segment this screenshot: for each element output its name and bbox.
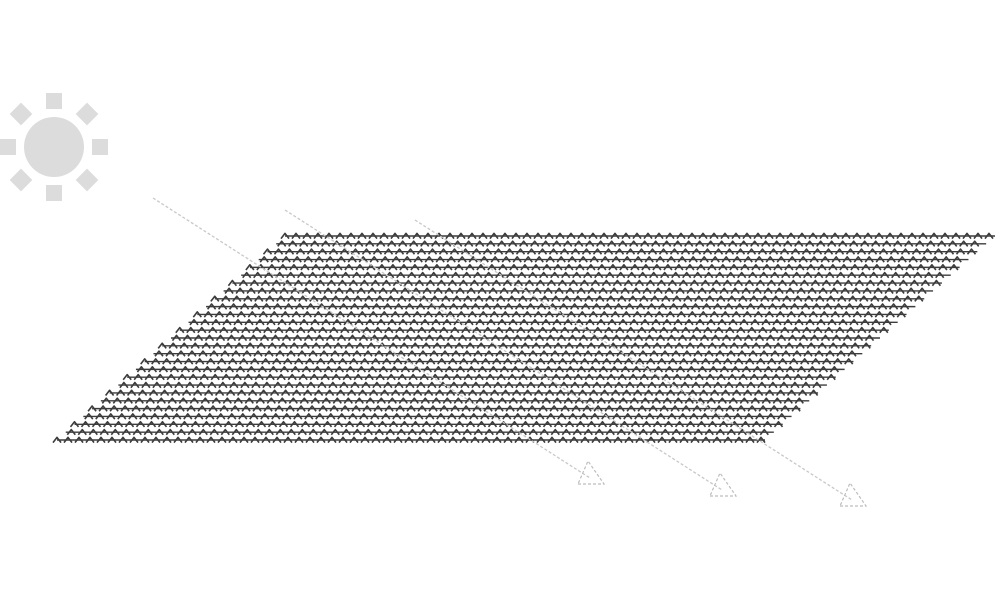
- light-ray-line: [414, 219, 853, 501]
- mesh-cell-row: [119, 381, 822, 389]
- mesh-cell-row: [277, 240, 980, 247]
- sun-disc: [24, 117, 84, 177]
- mesh-cell-row: [154, 350, 857, 357]
- mesh-cell-row: [280, 232, 994, 240]
- arrowhead: [577, 459, 606, 485]
- mesh-cell-row: [262, 248, 977, 255]
- sun-ray-bottom-left: [9, 168, 33, 192]
- light-ray-arrow: [152, 197, 606, 485]
- mesh-cell-row: [189, 318, 892, 326]
- mesh-cell-row: [84, 413, 787, 420]
- mesh-cell-row: [259, 256, 962, 263]
- sun-ray-bottom-right: [75, 168, 99, 192]
- mesh-cell-row: [245, 264, 959, 271]
- sun-ray-top-right: [75, 102, 99, 126]
- mesh-cell-row: [66, 428, 769, 436]
- mesh-cell-row: [52, 436, 766, 444]
- mesh-cell-row: [87, 405, 801, 412]
- arrowhead: [839, 481, 868, 507]
- mesh-cell-row: [157, 342, 871, 349]
- sun-ray-left: [0, 139, 16, 155]
- light-ray-arrow: [414, 219, 868, 507]
- sun-ray-right: [92, 139, 108, 155]
- arrowhead: [709, 471, 738, 497]
- mesh-cell-row: [206, 303, 910, 310]
- mesh-cell-row: [136, 366, 840, 373]
- light-ray-line: [284, 209, 723, 491]
- mesh-cell-row: [210, 295, 924, 302]
- mesh-cell-row: [104, 389, 819, 396]
- sun-ray-bottom: [46, 185, 62, 201]
- mesh-panel: [52, 232, 995, 444]
- light-ray-line: [152, 197, 591, 479]
- sun-icon: [0, 93, 108, 201]
- sun-ray-top-left: [9, 102, 33, 126]
- light-rays: [152, 197, 868, 507]
- mesh-cell-row: [227, 279, 942, 287]
- mesh-cell-row: [171, 334, 875, 342]
- mesh-cell-row: [242, 271, 945, 279]
- mesh-cell-row: [192, 311, 906, 318]
- sun-ray-top: [46, 93, 62, 109]
- mesh-cell-row: [140, 358, 854, 365]
- light-ray-arrow: [284, 209, 738, 497]
- mesh-cell-row: [101, 397, 804, 404]
- mesh-cell-row: [175, 326, 889, 334]
- mesh-cell-row: [69, 420, 784, 428]
- mesh-cell-row: [224, 287, 927, 294]
- mesh-cell-row: [122, 373, 836, 381]
